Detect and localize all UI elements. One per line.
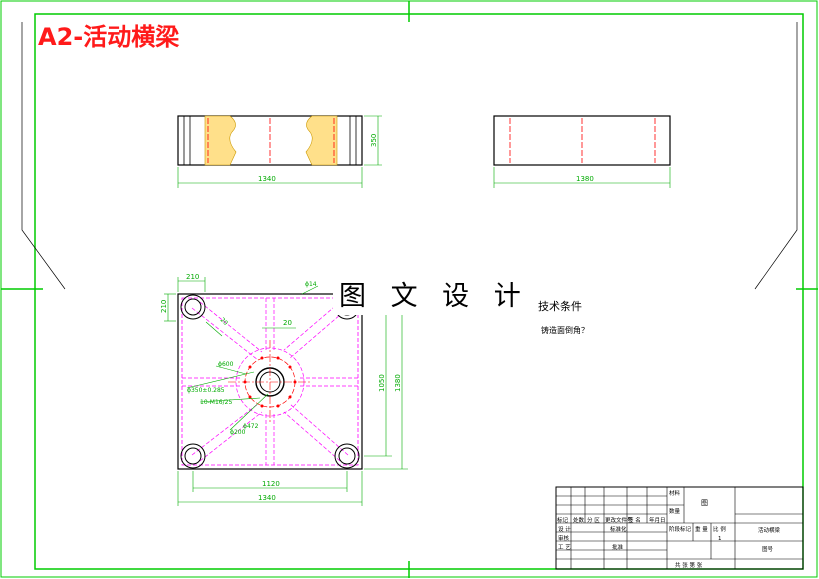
title-block-text: 材料 数量 图 标记 处数 分 区 更改文件号 签 名 年月日 设 计 标准化 …: [557, 489, 781, 569]
tb-h3: 更改文件号: [605, 516, 633, 524]
tb-standardize: 标准化: [610, 525, 627, 533]
tb-scale-val: 1: [718, 536, 722, 542]
tb-check: 审核: [558, 534, 570, 542]
dim-plan-tr: ϕ14: [305, 281, 317, 288]
tb-weight: 重 量: [695, 525, 708, 533]
tb-h1: 处数: [573, 516, 585, 524]
dim-plan-tl-h: 210: [160, 300, 168, 313]
tb-stage: 阶段标记: [669, 525, 692, 533]
dim-side-length: 1380: [576, 175, 594, 183]
tech-requirements-text: 铸造面倒角？: [541, 326, 589, 335]
reference-lines: [21, 22, 798, 290]
tb-h2: 分 区: [587, 516, 600, 524]
dim-plan-h-inner: 1050: [378, 374, 386, 392]
watermark-text: 图 文 设 计: [333, 272, 535, 315]
drawing-title: A2-活动横梁: [38, 23, 180, 51]
dim-plan-tol: ϕ350±0.285: [187, 387, 225, 394]
dim-plan-bore: ϕ600: [218, 361, 234, 368]
dim-plan-w-inner: 1120: [262, 480, 280, 488]
tb-h0: 标记: [557, 516, 569, 524]
tb-scale: 比 例: [713, 525, 726, 533]
tb-drawing-no: 图号: [762, 545, 774, 553]
tb-sheets: 共 张 第 张: [675, 561, 703, 569]
tb-process: 工 艺: [558, 544, 571, 551]
tb-design: 设 计: [558, 525, 571, 533]
title-block: [555, 486, 804, 570]
front-hatch-left: [204, 115, 237, 166]
side-dimensions: [493, 167, 671, 188]
dim-plan-tl-w: 210: [186, 273, 199, 281]
dim-plan-center: ϕ200: [230, 429, 246, 436]
front-hatch-right: [305, 115, 338, 166]
plan-view: [177, 293, 363, 470]
drawing-frame: [34, 13, 804, 570]
tb-h4: 签 名: [628, 516, 641, 524]
front-dimensions: [177, 115, 382, 188]
dim-plan-h-outer: 1380: [394, 374, 402, 392]
dim-plan-rib-angle: 20: [219, 316, 229, 326]
dim-plan-w-outer: 1340: [258, 494, 276, 502]
tb-sheet-label: 图: [701, 499, 708, 507]
tb-drawing-name: 活动横梁: [758, 526, 781, 534]
tb-material: 材料: [669, 489, 681, 497]
dim-plan-rib-width: 20: [283, 319, 292, 327]
tb-h5: 年月日: [649, 516, 666, 524]
dim-front-height: 350: [370, 134, 378, 147]
front-view: [177, 115, 363, 166]
side-view: [493, 115, 671, 166]
tech-requirements-heading: 技术条件: [538, 300, 582, 313]
tb-approve: 批准: [612, 543, 624, 551]
tb-count: 数量: [669, 507, 681, 515]
dim-plan-small: ϕ472: [243, 423, 259, 430]
dim-front-length: 1340: [258, 175, 276, 183]
dim-plan-holes: 10-M16/25: [200, 399, 232, 406]
